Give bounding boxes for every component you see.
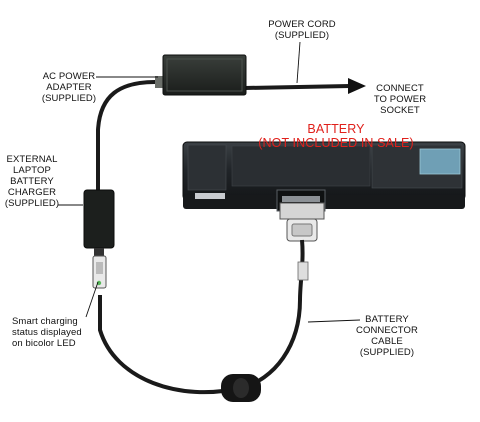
status-led-icon (96, 280, 102, 286)
external-charger (83, 189, 115, 289)
ac-adapter (155, 54, 247, 96)
ferrite-core (221, 374, 261, 402)
label-power-cord: POWER CORD(SUPPLIED) (268, 19, 336, 41)
leader-smart-charging (85, 281, 99, 318)
battery-connector (279, 202, 325, 242)
laptop-battery (182, 141, 466, 212)
leader-power-cord (296, 41, 301, 84)
label-battery-note: BATTERY(NOT INCLUDED IN SALE) (258, 122, 414, 150)
power-cord (244, 84, 351, 90)
battery-connector-cable (98, 239, 305, 395)
leader-connector-cable (307, 319, 361, 323)
socket-arrow-icon (348, 78, 366, 94)
adapter-to-charger-cable (96, 80, 156, 192)
cable-label-tag (297, 261, 309, 281)
